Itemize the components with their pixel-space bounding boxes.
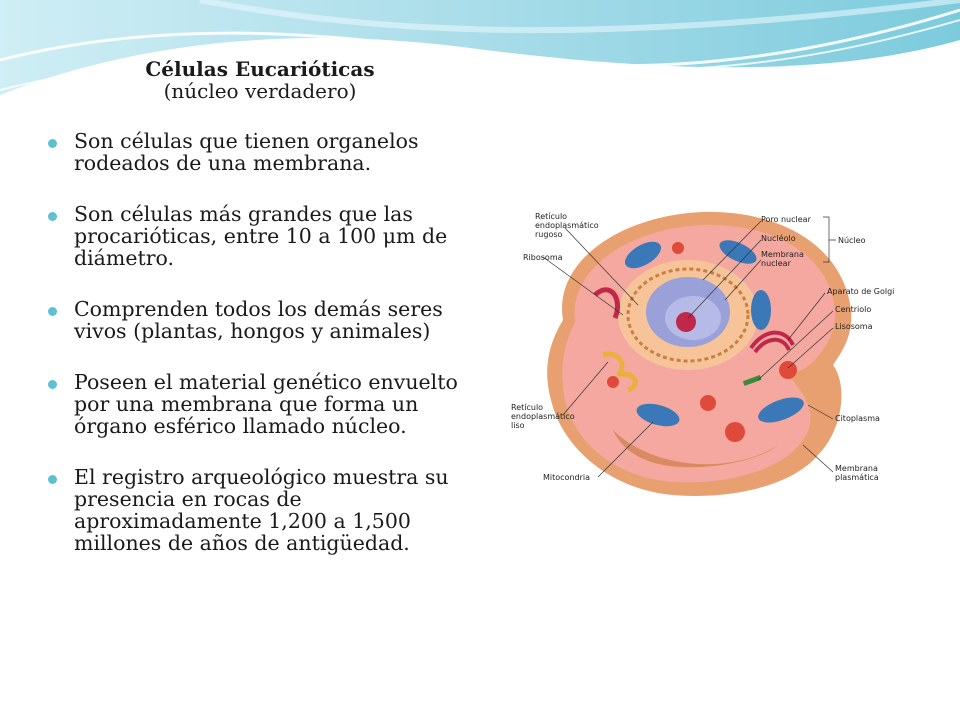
label-membrana-nuclear-1: Membrana <box>761 250 804 259</box>
cell-illustration: Retículo endoplasmático rugoso Ribosoma … <box>511 211 894 496</box>
label-centriolo: Centriolo <box>835 305 871 314</box>
title-block: Células Eucarióticas (núcleo verdadero) <box>110 58 410 102</box>
lysosome-shape <box>725 422 745 442</box>
bullet-item: Son células más grandes que las procarió… <box>48 203 478 269</box>
mitochondrion-shape <box>624 241 662 269</box>
golgi-shape <box>749 330 795 354</box>
label-mitocondria: Mitocondria <box>543 473 590 482</box>
bullet-text: Son células que tienen organelos rodeado… <box>74 129 419 175</box>
leader-lines <box>542 216 836 478</box>
label-citoplasma: Citoplasma <box>835 414 880 423</box>
label-nucleolo: Nucléolo <box>761 233 796 243</box>
bullet-list: Son células que tienen organelos rodeado… <box>48 130 478 583</box>
bullet-text: Poseen el material genético envuelto por… <box>74 370 458 438</box>
slide-subtitle: (núcleo verdadero) <box>163 79 357 103</box>
lysosome-shape <box>779 361 797 379</box>
label-reticulo-liso-3: liso <box>511 421 525 430</box>
bullet-text: El registro arqueológico muestra su pres… <box>74 465 449 555</box>
header-wave-decoration <box>0 0 960 95</box>
bullet-item: Comprenden todos los demás seres vivos (… <box>48 298 478 342</box>
label-aparato-golgi: Aparato de Golgi <box>827 287 894 296</box>
rough-er-folds <box>626 267 750 363</box>
bullet-dot-icon <box>48 212 57 221</box>
membrane-cut-edge <box>613 430 778 468</box>
bullet-item: Son células que tienen organelos rodeado… <box>48 130 478 174</box>
label-membrana-plasmatica-1: Membrana <box>835 464 878 473</box>
bullet-dot-icon <box>48 139 57 148</box>
label-lisosoma: Lisosoma <box>835 322 873 331</box>
bullet-item: Poseen el material genético envuelto por… <box>48 371 478 437</box>
label-reticulo-rugoso-1: Retículo <box>535 212 567 221</box>
label-nucleo: Núcleo <box>838 236 866 245</box>
eukaryotic-cell-diagram: Retículo endoplasmático rugoso Ribosoma … <box>503 200 918 505</box>
mitochondrion-shape <box>719 240 757 264</box>
label-membrana-nuclear-2: nuclear <box>761 259 792 268</box>
label-ribosoma: Ribosoma <box>523 253 563 262</box>
bullet-text: Comprenden todos los demás seres vivos (… <box>74 297 443 343</box>
slide-title: Células Eucarióticas <box>145 57 375 81</box>
nucleolus-shape <box>676 312 696 332</box>
lysosome-shape <box>672 242 684 254</box>
lysosome-shape <box>700 395 716 411</box>
bullet-dot-icon <box>48 307 57 316</box>
smooth-er-shape <box>602 351 638 393</box>
bullet-item: El registro arqueológico muestra su pres… <box>48 466 478 554</box>
label-poro-nuclear: Poro nuclear <box>761 215 812 224</box>
label-reticulo-rugoso-2: endoplasmático <box>535 221 599 230</box>
mitochondrion-shape <box>751 290 771 330</box>
label-reticulo-rugoso-3: rugoso <box>535 230 563 239</box>
lysosome-shape <box>607 376 619 388</box>
bullet-text: Son células más grandes que las procarió… <box>74 202 448 270</box>
mitochondrion-shape <box>636 403 680 427</box>
mitochondrion-shape <box>758 397 804 423</box>
centriole-shape <box>742 375 762 386</box>
label-reticulo-liso-1: Retículo <box>511 403 543 412</box>
golgi-shape-left <box>593 287 621 320</box>
label-reticulo-liso-2: endoplasmático <box>511 412 575 421</box>
bullet-dot-icon <box>48 475 57 484</box>
bullet-dot-icon <box>48 380 57 389</box>
label-membrana-plasmatica-2: plasmática <box>835 473 879 482</box>
